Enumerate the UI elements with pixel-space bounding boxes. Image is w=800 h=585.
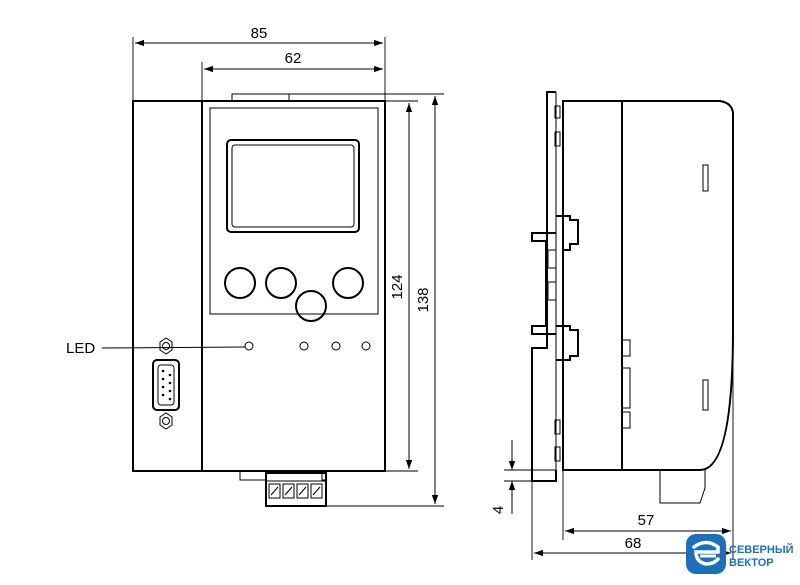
brand-line-1: СЕВЕРНЫЙ xyxy=(729,543,794,556)
led-3 xyxy=(331,341,341,351)
top-tab xyxy=(231,93,290,102)
front-housing xyxy=(132,100,386,472)
side-housing xyxy=(562,100,734,471)
dim-height-total: 138 xyxy=(415,287,432,312)
screw-top-icon xyxy=(159,337,173,355)
button-3 xyxy=(332,267,364,299)
screw-bottom-icon xyxy=(159,412,173,430)
led-4 xyxy=(361,341,371,351)
led-label: LED xyxy=(66,340,95,357)
dim-depth-total: 68 xyxy=(625,535,642,552)
led-2 xyxy=(299,341,309,351)
terminal-block xyxy=(239,471,327,507)
front-panel xyxy=(209,107,379,315)
brand-line-2: ВЕКТОР xyxy=(729,557,774,569)
subd-connector-icon xyxy=(152,359,180,411)
dim-height-inner: 124 xyxy=(389,274,406,299)
front-view xyxy=(101,37,444,507)
dim-width-inner: 62 xyxy=(285,50,302,67)
display-window xyxy=(226,139,360,233)
dim-width-total: 85 xyxy=(251,25,268,42)
brand-logo: СЕВЕРНЫЙ ВЕКТОР xyxy=(686,534,794,574)
dim-depth-body: 57 xyxy=(638,512,655,529)
dim-gap: 4 xyxy=(490,506,507,514)
button-1 xyxy=(224,267,256,299)
button-4 xyxy=(295,290,327,322)
button-2 xyxy=(265,267,297,299)
led-indicator xyxy=(244,341,254,351)
brand-logo-icon xyxy=(686,534,726,574)
side-view xyxy=(504,91,734,560)
